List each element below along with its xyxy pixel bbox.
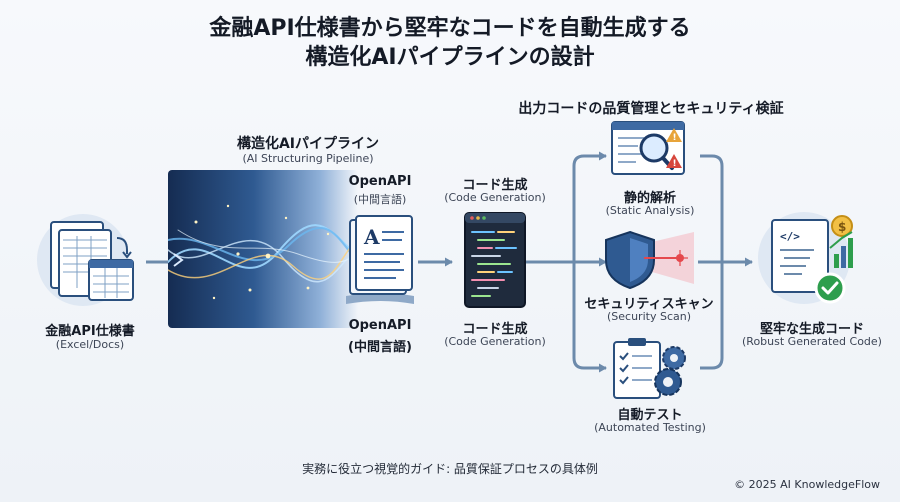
automated-testing-sublabel: (Automated Testing) bbox=[594, 421, 706, 434]
codegen-bottom-label: コード生成 bbox=[462, 322, 528, 337]
pipeline-sublabel: (AI Structuring Pipeline) bbox=[242, 152, 374, 165]
svg-text:!: ! bbox=[673, 159, 677, 169]
source-sublabel: (Excel/Docs) bbox=[55, 338, 125, 351]
pipeline-label: 構造化AIパイプライン bbox=[236, 136, 380, 152]
automated-testing-label: 自動テスト bbox=[617, 408, 683, 423]
automated-testing-icon bbox=[613, 338, 686, 399]
qa-section-header: 出力コードの品質管理とセキュリティ検証 bbox=[518, 101, 784, 117]
output-sublabel: (Robust Generated Code) bbox=[742, 335, 882, 348]
source-node: 金融API仕様書 (Excel/Docs) bbox=[30, 208, 150, 358]
page-subtitle: 構造化AIパイプラインの設計 bbox=[305, 45, 595, 70]
svg-text:A: A bbox=[363, 225, 380, 249]
spreadsheet-docs-icon bbox=[37, 214, 134, 306]
svg-text:!: ! bbox=[673, 133, 677, 143]
static-analysis-sublabel: (Static Analysis) bbox=[605, 204, 695, 217]
data-stream-icon bbox=[168, 204, 358, 300]
output-label: 堅牢な生成コード bbox=[759, 322, 864, 337]
footer-caption: 実務に役立つ視覚的ガイド: 品質保証プロセスの具体例 bbox=[302, 462, 598, 476]
security-scan-label: セキュリティスキャン bbox=[584, 297, 714, 312]
openapi-top-label: OpenAPI bbox=[348, 174, 412, 189]
security-shield-icon bbox=[605, 230, 694, 290]
openapi-top-sublabel: (中間言語) bbox=[353, 193, 407, 206]
code-editor-icon bbox=[464, 212, 526, 308]
svg-text:</>: </> bbox=[780, 230, 800, 243]
source-label: 金融API仕様書 bbox=[45, 324, 135, 339]
ai-pipeline-visual bbox=[168, 170, 358, 328]
page-title: 金融API仕様書から堅牢なコードを自動生成する bbox=[209, 16, 691, 41]
robust-code-icon: </> $ bbox=[758, 212, 853, 304]
codegen-bottom-sublabel: (Code Generation) bbox=[444, 335, 546, 348]
openapi-bottom-sublabel: (中間言語) bbox=[348, 340, 412, 355]
security-scan-sublabel: (Security Scan) bbox=[607, 310, 691, 323]
openapi-book-icon: A bbox=[346, 215, 414, 304]
copyright-text: © 2025 AI KnowledgeFlow bbox=[734, 478, 880, 491]
codegen-top-label: コード生成 bbox=[462, 178, 528, 193]
codegen-top-sublabel: (Code Generation) bbox=[444, 191, 546, 204]
static-analysis-label: 静的解析 bbox=[623, 191, 676, 206]
static-analysis-icon: ! ! bbox=[611, 121, 685, 175]
svg-text:$: $ bbox=[838, 220, 846, 234]
openapi-bottom-label: OpenAPI bbox=[348, 318, 412, 333]
